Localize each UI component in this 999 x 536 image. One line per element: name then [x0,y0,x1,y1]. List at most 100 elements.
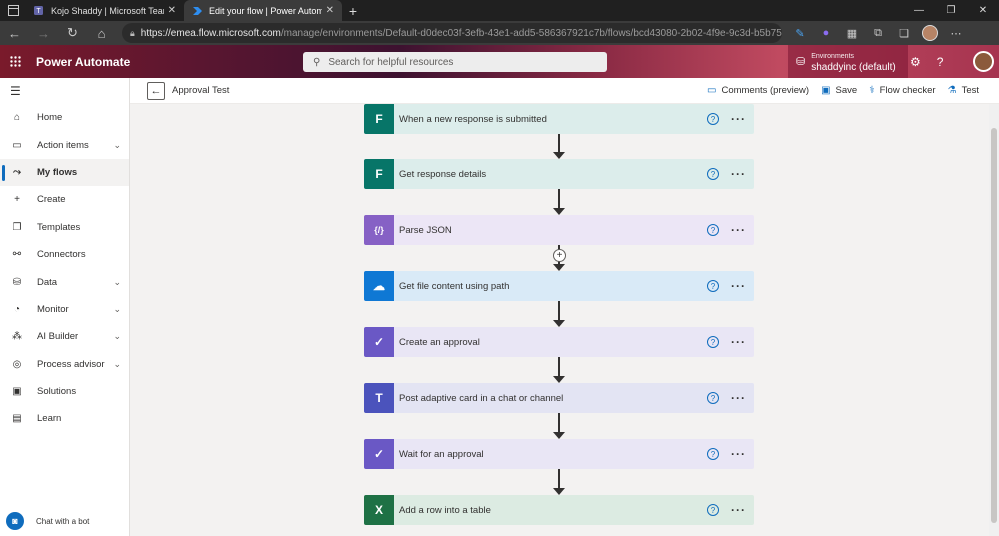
hamburger-menu-icon[interactable]: ☰ [10,84,21,98]
flow-step[interactable]: ✓Create an approval?··· [364,327,754,357]
connector-line [558,134,560,153]
collections-icon[interactable]: ❏ [899,27,909,40]
canvas-scrollbar[interactable] [989,104,999,536]
nav-item-my-flows[interactable]: ⤳My flows [0,158,129,187]
flow-step[interactable]: ✓Wait for an approval?··· [364,439,754,469]
close-window-icon[interactable]: ✕ [978,5,988,16]
comment-icon: ▭ [707,85,717,96]
flow-checker-button[interactable]: ⚕Flow checker [869,85,935,96]
connector-line [558,301,560,321]
nav-item-learn[interactable]: ▤Learn [0,405,129,432]
nav-item-ai-builder[interactable]: ⁂AI Builder⌄ [0,323,129,350]
approval-icon: ✓ [364,327,394,357]
nav-item-monitor[interactable]: ◔Monitor⌄ [0,296,129,323]
user-avatar[interactable] [973,51,994,72]
profile-icon[interactable] [922,25,938,41]
restore-icon[interactable]: ❐ [946,5,956,16]
app-launcher-icon[interactable] [0,45,30,78]
flow-step[interactable]: {/}Parse JSON?··· [364,215,754,245]
more-menu-icon[interactable]: ⋯ [950,27,962,40]
new-tab-button[interactable]: + [348,2,358,19]
flask-icon: ⚗ [947,85,957,96]
search-input[interactable]: ⚲ Search for helpful resources [303,52,607,72]
browser-tab-power-automate[interactable]: Edit your flow | Power Automate ✕ [184,0,342,21]
chevron-down-icon[interactable]: ⌄ [113,276,121,287]
lock-icon: 🔒︎ [130,27,135,38]
chevron-down-icon[interactable]: ⌄ [113,303,121,314]
nav-item-templates[interactable]: ❐Templates [0,214,129,241]
nav-label: Create [37,194,66,206]
chat-with-bot-button[interactable]: ◙ Chat with a bot [6,512,89,530]
nav-item-create[interactable]: +Create [0,186,129,213]
more-options-icon[interactable]: ··· [731,335,746,349]
browser-tab-teams[interactable]: T Kojo Shaddy | Microsoft Teams ✕ [26,0,184,21]
test-label: Test [961,85,979,96]
flow-step-title: Wait for an approval [399,448,484,460]
test-button[interactable]: ⚗ Test [948,85,979,96]
help-icon[interactable]: ? [707,336,719,348]
nav-item-connectors[interactable]: ⚯Connectors [0,241,129,268]
nav-item-home[interactable]: ⌂Home [0,104,129,131]
back-icon[interactable]: ← [8,25,21,41]
back-arrow-icon[interactable]: ← [147,82,165,100]
more-options-icon[interactable]: ··· [731,503,746,517]
grid-extension-icon[interactable]: ▦ [846,27,858,40]
window-menu-icon[interactable] [0,0,26,21]
tab-title: Kojo Shaddy | Microsoft Teams [51,5,164,16]
nav-item-process-advisor[interactable]: ◎Process advisor⌄ [0,351,129,378]
more-options-icon[interactable]: ··· [731,223,746,237]
scrollbar-thumb[interactable] [991,128,997,523]
minimize-icon[interactable]: — [914,5,924,16]
chevron-down-icon[interactable]: ⌄ [113,358,121,369]
more-options-icon[interactable]: ··· [731,112,746,126]
nav-label: Monitor [37,303,69,315]
arrow-down-icon [553,152,565,159]
help-icon[interactable]: ? [707,113,719,125]
nav-item-solutions[interactable]: ▣Solutions [0,378,129,405]
refresh-icon[interactable]: ↻ [67,25,78,40]
nav-item-action-items[interactable]: ▭Action items⌄ [0,131,129,158]
puzzle-extension-icon[interactable]: ⧉ [874,26,882,39]
nav-label: AI Builder [37,331,79,343]
app-title[interactable]: Power Automate [36,54,131,69]
help-icon[interactable]: ? [707,168,719,180]
comments-button[interactable]: ▭Comments (preview) [707,85,809,96]
insert-step-button[interactable]: + [553,249,566,262]
close-tab-icon[interactable]: ✕ [167,5,176,16]
settings-gear-icon[interactable]: ⚙ [910,54,921,69]
flow-step[interactable]: ☁Get file content using path?··· [364,271,754,301]
more-options-icon[interactable]: ··· [731,279,746,293]
nav-label: Solutions [37,386,77,398]
save-button[interactable]: ▣Save [821,85,857,96]
help-icon[interactable]: ? [707,504,719,516]
command-actions: ▭Comments (preview) ▣Save ⚕Flow checker … [707,85,979,96]
environment-icon: ⛁ [796,56,806,68]
header-icons: ⚙ ? [910,45,943,78]
more-options-icon[interactable]: ··· [731,391,746,405]
pen-extension-icon[interactable]: ✎ [795,27,805,40]
help-icon[interactable]: ? [707,392,719,404]
chevron-down-icon[interactable]: ⌄ [113,139,121,150]
help-icon[interactable]: ? [707,448,719,460]
help-icon[interactable]: ? [707,224,719,236]
forward-icon[interactable]: → [37,25,50,41]
save-label: Save [835,85,858,96]
connector-line [558,357,560,377]
connector-line [558,413,560,433]
extension-icon[interactable]: ● [822,27,830,39]
close-tab-icon[interactable]: ✕ [325,5,334,16]
more-options-icon[interactable]: ··· [731,447,746,461]
browser-tabstrip: T Kojo Shaddy | Microsoft Teams ✕ Edit y… [0,0,999,21]
environment-picker[interactable]: ⛁ Environments shaddyinc (default) [788,45,908,78]
home-icon[interactable]: ⌂ [97,25,106,41]
help-icon[interactable]: ? [936,54,944,69]
address-bar[interactable]: 🔒︎ https://emea.flow.microsoft.com/manag… [122,23,782,43]
chevron-down-icon[interactable]: ⌄ [113,331,121,342]
help-icon[interactable]: ? [707,280,719,292]
more-options-icon[interactable]: ··· [731,167,746,181]
nav-item-data[interactable]: ⛁Data⌄ [0,268,129,295]
